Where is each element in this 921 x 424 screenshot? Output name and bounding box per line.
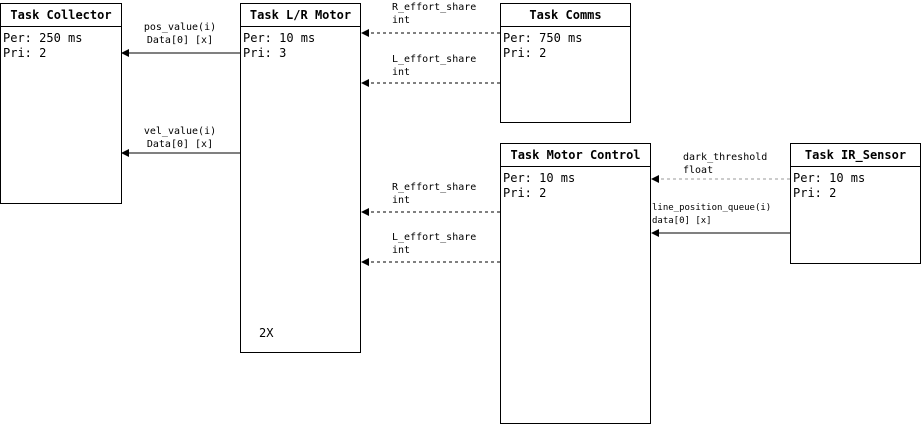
control-r-effort-name: R_effort_share — [392, 182, 477, 193]
dark-threshold-type: float — [683, 165, 714, 176]
task-comms-title: Task Comms — [501, 4, 630, 27]
line-position-type: data[0] [x] — [652, 216, 712, 226]
pos-value-name: pos_value(i) — [143, 22, 217, 33]
task-comms-period: Per: 750 ms — [503, 31, 583, 45]
control-r-effort-type: int — [392, 195, 411, 206]
task-ir-sensor-period: Per: 10 ms — [793, 171, 866, 185]
control-l-effort-name: L_effort_share — [392, 232, 477, 243]
task-comms-box: Task Comms Per: 750 ms Pri: 2 — [500, 3, 631, 123]
task-comms-priority: Pri: 2 — [503, 46, 547, 60]
task-motor-title: Task L/R Motor — [241, 4, 360, 27]
line-position-label: line_position_queue(i) data[0] [x] — [652, 202, 771, 228]
task-motor-control-title: Task Motor Control — [501, 144, 650, 167]
task-collector-title: Task Collector — [1, 4, 121, 27]
task-motor-instances: 2X — [259, 326, 274, 340]
control-l-effort-type: int — [392, 245, 411, 256]
task-ir-sensor-box: Task IR_Sensor Per: 10 ms Pri: 2 — [790, 143, 921, 264]
task-motor-control-priority: Pri: 2 — [503, 186, 547, 200]
comms-r-effort-label: R_effort_share int — [392, 1, 476, 27]
task-collector-period: Per: 250 ms — [3, 31, 83, 45]
task-motor-box: Task L/R Motor Per: 10 ms Pri: 3 2X — [240, 3, 361, 353]
comms-l-effort-type: int — [392, 67, 411, 78]
task-collector-box: Task Collector Per: 250 ms Pri: 2 — [0, 3, 122, 204]
dark-threshold-name: dark_threshold — [683, 152, 768, 163]
dark-threshold-label: dark_threshold float — [683, 151, 767, 177]
task-motor-period: Per: 10 ms — [243, 31, 316, 45]
control-r-effort-label: R_effort_share int — [392, 181, 476, 207]
control-l-effort-label: L_effort_share int — [392, 231, 476, 257]
task-motor-priority: Pri: 3 — [243, 46, 287, 60]
comms-r-effort-type: int — [392, 15, 411, 26]
task-motor-control-box: Task Motor Control Per: 10 ms Pri: 2 — [500, 143, 651, 424]
task-ir-sensor-priority: Pri: 2 — [793, 186, 837, 200]
comms-l-effort-name: L_effort_share — [392, 54, 477, 65]
comms-l-effort-label: L_effort_share int — [392, 53, 476, 79]
line-position-name: line_position_queue(i) — [652, 203, 772, 213]
vel-value-label: vel_value(i) Data[0] [x] — [130, 125, 230, 151]
pos-value-label: pos_value(i) Data[0] [x] — [130, 21, 230, 47]
vel-value-type: Data[0] [x] — [146, 139, 214, 150]
task-collector-priority: Pri: 2 — [3, 46, 47, 60]
pos-value-type: Data[0] [x] — [146, 35, 214, 46]
vel-value-name: vel_value(i) — [143, 126, 217, 137]
comms-r-effort-name: R_effort_share — [392, 2, 477, 13]
task-motor-control-period: Per: 10 ms — [503, 171, 576, 185]
task-ir-sensor-title: Task IR_Sensor — [791, 144, 920, 167]
